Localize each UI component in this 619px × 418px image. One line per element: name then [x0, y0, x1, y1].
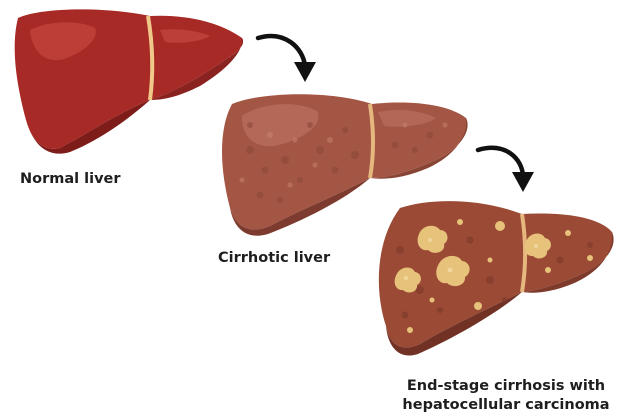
normal-liver	[15, 9, 243, 153]
normal-liver-label: Normal liver	[20, 171, 121, 187]
end-stage-label-line1: End-stage cirrhosis with	[393, 377, 619, 396]
arrow-2-icon	[478, 148, 534, 192]
cirrhotic-liver-label: Cirrhotic liver	[218, 250, 330, 266]
end-stage-liver	[379, 201, 614, 355]
end-stage-label-line2: hepatocellular carcinoma	[393, 396, 619, 415]
end-stage-label: End-stage cirrhosis with hepatocellular …	[393, 377, 619, 415]
arrow-1-icon	[258, 36, 316, 82]
